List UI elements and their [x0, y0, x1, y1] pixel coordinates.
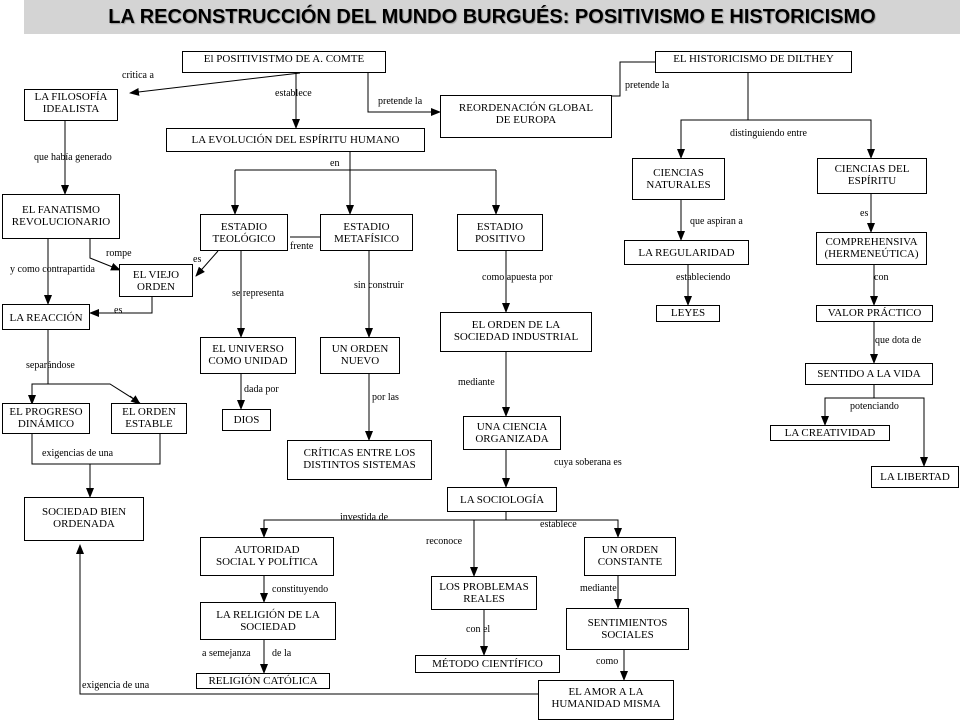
- node-universo-unidad: EL UNIVERSO COMO UNIDAD: [200, 337, 296, 374]
- link-con-el: con el: [466, 624, 491, 635]
- node-libertad: LA LIBERTAD: [871, 466, 959, 488]
- node-comte: El POSITIVISTMO DE A. COMTE: [182, 51, 386, 73]
- edge-teologico-viejo: [195, 250, 219, 277]
- link-es-3: es: [114, 305, 123, 316]
- node-reaccion: LA REACCIÓN: [2, 304, 90, 330]
- edge-comte-reordenacion: [367, 73, 441, 116]
- link-como-apuesta-por: como apuesta por: [482, 272, 553, 283]
- link-establece: establece: [275, 88, 312, 99]
- node-leyes: LEYES: [656, 305, 720, 322]
- link-establece-2: establece: [540, 519, 577, 530]
- node-orden-industrial: EL ORDEN DE LA SOCIEDAD INDUSTRIAL: [440, 312, 592, 352]
- node-dilthey: EL HISTORICISMO DE DILTHEY: [655, 51, 852, 73]
- node-dios: DIOS: [222, 409, 271, 431]
- link-mediante-2: mediante: [580, 583, 617, 594]
- link-potenciando: potenciando: [850, 401, 899, 412]
- link-constituyendo: constituyendo: [272, 584, 329, 595]
- node-sociologia: LA SOCIOLOGÍA: [447, 487, 557, 512]
- link-rompe: rompe: [106, 248, 132, 259]
- link-que-dota-de: que dota de: [875, 335, 922, 346]
- link-investida-de: investida de: [340, 512, 389, 523]
- edge-sentido-split: [824, 385, 925, 466]
- link-reconoce: reconoce: [426, 536, 463, 547]
- node-viejo-orden: EL VIEJO ORDEN: [119, 264, 193, 297]
- link-exigencias-de-una: exigencias de una: [42, 448, 114, 459]
- node-criticas: CRÍTICAS ENTRE LOS DISTINTOS SISTEMAS: [287, 440, 432, 480]
- node-ciencias-naturales: CIENCIAS NATURALES: [632, 158, 725, 200]
- node-orden-nuevo: UN ORDEN NUEVO: [320, 337, 400, 374]
- node-reordenacion: REORDENACIÓN GLOBAL DE EUROPA: [440, 95, 612, 138]
- edge-fanatismo-viejo: [89, 239, 121, 271]
- link-de-la: de la: [272, 648, 292, 659]
- node-valor-practico: VALOR PRÁCTICO: [816, 305, 933, 322]
- node-creatividad: LA CREATIVIDAD: [770, 425, 890, 441]
- node-sociedad-bien: SOCIEDAD BIEN ORDENADA: [24, 497, 144, 541]
- link-pretende-la-1: pretende la: [378, 96, 423, 107]
- edge-progreso-sociedad: [31, 434, 161, 496]
- link-estableciendo: estableciendo: [676, 272, 731, 283]
- link-en: en: [330, 158, 340, 169]
- link-separandose: separándose: [26, 360, 75, 371]
- node-ciencia-organizada: UNA CIENCIA ORGANIZADA: [463, 416, 561, 450]
- node-sentido-vida: SENTIDO A LA VIDA: [805, 363, 933, 385]
- link-dada-por: dada por: [244, 384, 279, 395]
- link-con-1: con: [874, 272, 889, 283]
- node-comprehensiva: COMPREHENSIVA (HERMENEÚTICA): [816, 232, 927, 265]
- link-que-aspiran-a: que aspiran a: [690, 216, 743, 227]
- node-problemas-reales: LOS PROBLEMAS REALES: [431, 576, 537, 610]
- node-metodo-cientifico: MÉTODO CIENTÍFICO: [415, 655, 560, 673]
- edge-viejo-reaccion: [89, 297, 153, 317]
- node-ciencias-espiritu: CIENCIAS DEL ESPÍRITU: [817, 158, 927, 194]
- node-regularidad: LA REGULARIDAD: [624, 240, 749, 265]
- node-progreso-dinamico: EL PROGRESO DINÁMICO: [2, 403, 90, 434]
- edge-dilthey-reordenacion: [612, 61, 655, 97]
- link-y-como-contrapartida: y como contrapartida: [10, 264, 95, 275]
- link-pretende-la-2: pretende la: [625, 80, 670, 91]
- link-que-habia-generado: que había generado: [34, 152, 112, 163]
- edge-comte-filosofia: [129, 72, 301, 96]
- node-amor-humanidad: EL AMOR A LA HUMANIDAD MISMA: [538, 680, 674, 720]
- link-distinguiendo-entre: distinguiendo entre: [730, 128, 807, 139]
- node-fanatismo: EL FANATISMO REVOLUCIONARIO: [2, 194, 120, 239]
- link-mediante-1: mediante: [458, 377, 495, 388]
- link-es-1: es: [860, 208, 869, 219]
- link-por-las: por las: [372, 392, 399, 403]
- node-religion-catolica: RELIGIÓN CATÓLICA: [196, 673, 330, 689]
- link-a-semejanza: a semejanza: [202, 648, 251, 659]
- edge-amor-sociedad: [76, 544, 538, 695]
- node-orden-constante: UN ORDEN CONSTANTE: [584, 537, 676, 576]
- node-religion-sociedad: LA RELIGIÓN DE LA SOCIEDAD: [200, 602, 336, 640]
- node-estadio-teologico: ESTADIO TEOLÓGICO: [200, 214, 288, 251]
- node-estadio-positivo: ESTADIO POSITIVO: [457, 214, 543, 251]
- node-estadio-metafisico: ESTADIO METAFÍSICO: [320, 214, 413, 251]
- node-autoridad: AUTORIDAD SOCIAL Y POLÍTICA: [200, 537, 334, 576]
- link-exigencia-de-una: exigencia de una: [82, 680, 150, 691]
- link-se-representa: se representa: [232, 288, 284, 299]
- title-banner: LA RECONSTRUCCIÓN DEL MUNDO BURGUÉS: POS…: [24, 0, 960, 34]
- link-sin-construir: sin construir: [354, 280, 404, 291]
- node-evolucion-espiritu: LA EVOLUCIÓN DEL ESPÍRITU HUMANO: [166, 128, 425, 152]
- page-title: LA RECONSTRUCCIÓN DEL MUNDO BURGUÉS: POS…: [108, 6, 876, 28]
- link-critica-a: critica a: [122, 70, 154, 81]
- link-como: como: [596, 656, 619, 667]
- node-sentimientos-sociales: SENTIMIENTOS SOCIALES: [566, 608, 689, 650]
- node-orden-estable: EL ORDEN ESTABLE: [111, 403, 187, 434]
- node-filosofia-idealista: LA FILOSOFÍA IDEALISTA: [24, 89, 118, 121]
- edge-evolucion-estadios: [234, 152, 497, 214]
- link-cuya-soberana-es: cuya soberana es: [554, 457, 622, 468]
- link-es-2: es: [193, 254, 202, 265]
- link-frente: frente: [290, 241, 314, 252]
